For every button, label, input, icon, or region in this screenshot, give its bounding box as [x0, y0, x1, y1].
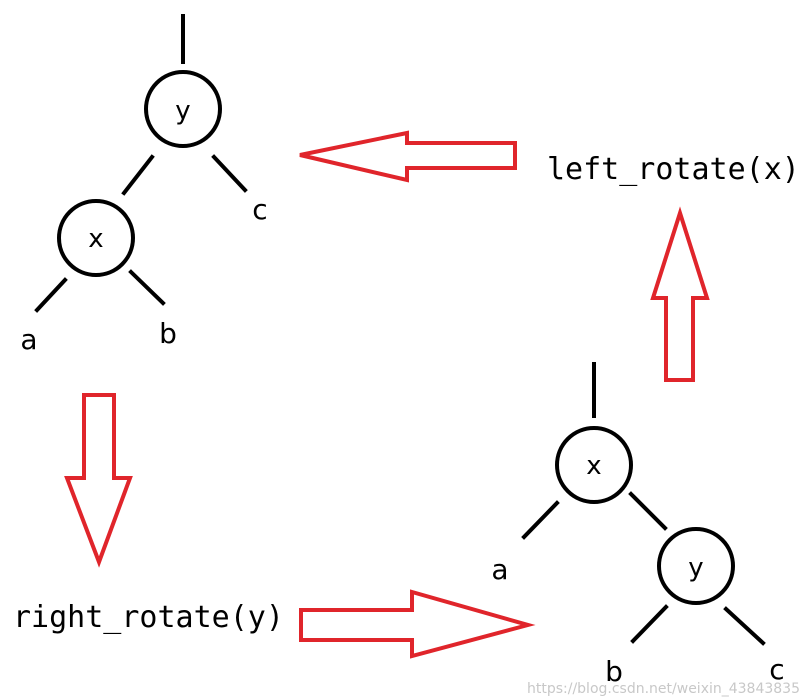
- leaf-c: c: [252, 193, 267, 226]
- left-rotate-label: left_rotate(x): [547, 152, 800, 187]
- leaf-b: b: [159, 317, 177, 350]
- watermark: https://blog.csdn.net/weixin_43843835: [527, 681, 800, 697]
- node-label: x: [586, 451, 601, 481]
- arrow-left-icon: [299, 130, 517, 183]
- arrow-down-icon: [64, 393, 133, 568]
- leaf-a: a: [20, 323, 37, 356]
- edge-y-c: [723, 606, 766, 646]
- arrow-right-icon: [299, 589, 536, 659]
- edge-x-a: [521, 500, 560, 540]
- edge-y-b: [630, 604, 669, 644]
- edge-x-y: [628, 491, 668, 531]
- node-label: y: [688, 553, 703, 583]
- edge-x-a: [34, 277, 68, 313]
- node-label: x: [88, 224, 103, 254]
- node-x: x: [555, 426, 633, 504]
- leaf-c: c: [769, 653, 784, 686]
- edge-x-b: [128, 269, 166, 306]
- arrow-up-icon: [650, 206, 710, 382]
- node-y: y: [657, 527, 735, 605]
- edge-y-x: [121, 154, 155, 196]
- tree-before: y x c a b: [20, 14, 268, 356]
- node-x: x: [57, 199, 135, 277]
- node-y: y: [144, 70, 222, 148]
- right-rotate-label: right_rotate(y): [13, 600, 284, 635]
- leaf-b: b: [605, 655, 623, 688]
- leaf-a: a: [491, 553, 508, 586]
- node-label: y: [175, 96, 190, 126]
- tree-after: x y a b c: [491, 362, 785, 688]
- edge-y-c: [211, 154, 248, 193]
